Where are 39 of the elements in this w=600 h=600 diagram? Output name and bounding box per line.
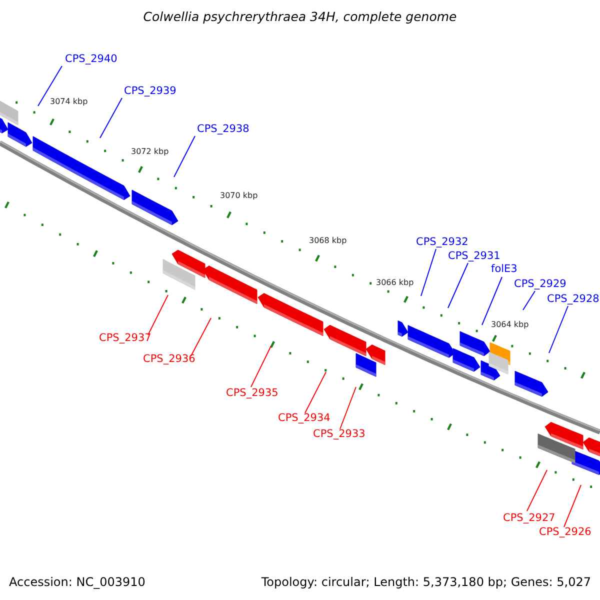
gene-label: CPS_2931 xyxy=(448,251,500,262)
leader-line xyxy=(482,276,502,326)
scale-label: 3072 kbp xyxy=(131,148,169,156)
gene-label: CPS_2929 xyxy=(514,279,566,290)
gene-label: folE3 xyxy=(491,264,518,274)
gene-label: CPS_2939 xyxy=(124,86,176,96)
gene-label: CPS_2933 xyxy=(313,429,366,440)
leader-line xyxy=(100,98,122,138)
scale-label: 3070 kbp xyxy=(220,192,258,200)
leader-line xyxy=(420,248,436,296)
gene-label: CPS_2936 xyxy=(143,354,196,364)
leader-line xyxy=(548,306,568,354)
leader-line xyxy=(526,470,548,512)
leader-line xyxy=(190,318,212,356)
scale-label: 3064 kbp xyxy=(491,321,529,329)
chart-title: Colwellia psychrerythraea 34H, complete genome xyxy=(142,11,458,24)
scale-label: 3068 kbp xyxy=(309,237,347,245)
scale-label: 3074 kbp xyxy=(50,98,88,106)
gene-label: CPS_2927 xyxy=(503,513,556,524)
accession-label: Accession: NC_003910 xyxy=(9,576,146,588)
leader-line xyxy=(340,386,356,430)
leader-line xyxy=(148,294,168,336)
leader-line xyxy=(448,262,468,308)
scale-label: 3066 kbp xyxy=(376,279,414,287)
leader-line xyxy=(304,372,326,414)
gene-label: CPS_2928 xyxy=(547,294,600,304)
gene-label: CPS_2938 xyxy=(197,124,250,134)
gene-label: CPS_2937 xyxy=(99,333,152,344)
gene-label: CPS_2932 xyxy=(416,237,468,248)
gene-label: CPS_2940 xyxy=(65,54,118,64)
gene-label: CPS_2935 xyxy=(226,388,278,398)
leader-line xyxy=(522,290,536,310)
genome-info-label: Topology: circular; Length: 5,373,180 bp; Genes: 5,027 xyxy=(261,576,591,588)
leader-line xyxy=(250,346,272,388)
leader-line xyxy=(174,136,196,178)
leader-line xyxy=(564,484,582,528)
gene-label: CPS_2926 xyxy=(539,527,592,538)
leader-line xyxy=(38,66,62,106)
gene-label: CPS_2934 xyxy=(278,413,330,424)
